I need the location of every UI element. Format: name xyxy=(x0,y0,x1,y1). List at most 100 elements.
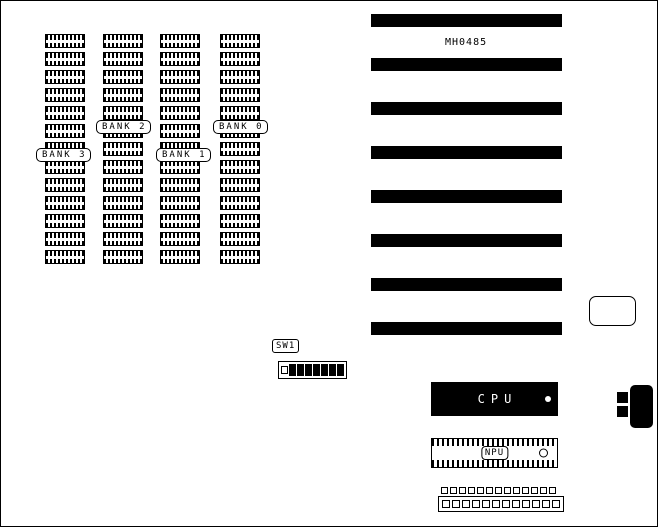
memory-chip xyxy=(220,250,260,264)
memory-chip xyxy=(220,178,260,192)
keyboard-connector-pin xyxy=(617,406,628,417)
connector-pin xyxy=(468,487,475,494)
npu-label: NPU xyxy=(480,446,509,460)
dip-switch xyxy=(278,361,347,379)
npu-pin1-dot-icon xyxy=(539,448,548,458)
dip-switch-segment-on xyxy=(305,364,312,376)
memory-chip xyxy=(220,88,260,102)
corner-component xyxy=(589,296,636,326)
bank-0-label: BANK 0 xyxy=(213,120,268,134)
memory-chip xyxy=(103,34,143,48)
memory-chip xyxy=(160,52,200,66)
memory-chip xyxy=(160,34,200,48)
memory-chip xyxy=(160,250,200,264)
memory-chip xyxy=(220,196,260,210)
memory-chip xyxy=(160,178,200,192)
memory-chip xyxy=(45,124,85,138)
memory-chip xyxy=(220,160,260,174)
connector-pin xyxy=(504,487,511,494)
connector-pin xyxy=(495,487,502,494)
bank-1-label: BANK 1 xyxy=(156,148,211,162)
cpu-pin1-dot-icon xyxy=(545,396,551,402)
memory-chip xyxy=(45,70,85,84)
npu-pin-row xyxy=(432,439,557,446)
memory-column xyxy=(160,34,200,264)
connector-pin xyxy=(549,487,556,494)
dip-switch-segment-on xyxy=(321,364,328,376)
connector-pin xyxy=(442,500,450,508)
power-connector-row1 xyxy=(441,487,564,494)
memory-chip xyxy=(160,232,200,246)
connector-pin xyxy=(532,500,540,508)
memory-chip xyxy=(103,70,143,84)
memory-chip xyxy=(45,160,85,174)
connector-pin xyxy=(477,487,484,494)
connector-pin xyxy=(542,500,550,508)
isa-slot xyxy=(371,190,562,203)
memory-chip xyxy=(103,196,143,210)
connector-pin xyxy=(512,500,520,508)
connector-pin xyxy=(462,500,470,508)
memory-chip xyxy=(45,232,85,246)
memory-chip xyxy=(160,214,200,228)
memory-chip xyxy=(220,142,260,156)
dip-switch-segment-on xyxy=(337,364,344,376)
memory-chip xyxy=(103,142,143,156)
memory-chip xyxy=(160,70,200,84)
bank-2-label: BANK 2 xyxy=(96,120,151,134)
memory-chip xyxy=(220,70,260,84)
connector-pin xyxy=(540,487,547,494)
memory-chip xyxy=(160,124,200,138)
memory-chip xyxy=(160,196,200,210)
isa-slot xyxy=(371,146,562,159)
memory-chip xyxy=(220,52,260,66)
keyboard-connector xyxy=(630,385,653,428)
cpu-label: CPU xyxy=(477,392,518,406)
isa-slot xyxy=(371,278,562,291)
cpu-chip: CPU xyxy=(431,382,558,416)
memory-chip xyxy=(45,34,85,48)
memory-chip xyxy=(45,196,85,210)
isa-slot xyxy=(371,102,562,115)
memory-chip xyxy=(220,106,260,120)
isa-slot xyxy=(371,14,562,27)
memory-chip xyxy=(103,88,143,102)
npu-pin-row xyxy=(432,460,557,467)
memory-chip xyxy=(103,52,143,66)
memory-chip xyxy=(45,106,85,120)
memory-chip xyxy=(45,52,85,66)
isa-slot xyxy=(371,322,562,335)
bank-3-label: BANK 3 xyxy=(36,148,91,162)
isa-slot-group xyxy=(371,14,562,335)
power-connector xyxy=(438,487,564,512)
memory-chip xyxy=(103,232,143,246)
connector-pin xyxy=(552,500,560,508)
connector-pin xyxy=(486,487,493,494)
board-model-label: MH0485 xyxy=(445,37,488,48)
memory-chip xyxy=(45,178,85,192)
power-connector-row2 xyxy=(438,496,564,512)
memory-chip xyxy=(220,214,260,228)
connector-pin xyxy=(522,487,529,494)
connector-pin xyxy=(513,487,520,494)
dip-switch-segment-on xyxy=(297,364,304,376)
connector-pin xyxy=(450,487,457,494)
memory-chip xyxy=(103,106,143,120)
memory-column xyxy=(103,34,143,264)
memory-chip xyxy=(160,160,200,174)
memory-chip xyxy=(45,250,85,264)
memory-chip xyxy=(220,34,260,48)
connector-pin xyxy=(502,500,510,508)
npu-socket: NPU xyxy=(431,438,558,468)
memory-chip xyxy=(103,214,143,228)
memory-chip xyxy=(160,88,200,102)
memory-chip xyxy=(103,178,143,192)
dip-switch-segment-on xyxy=(313,364,320,376)
memory-chip xyxy=(160,106,200,120)
connector-pin xyxy=(492,500,500,508)
memory-chip xyxy=(45,214,85,228)
dip-switch-segment-on xyxy=(329,364,336,376)
dip-switch-segment-off xyxy=(281,366,288,374)
connector-pin xyxy=(482,500,490,508)
